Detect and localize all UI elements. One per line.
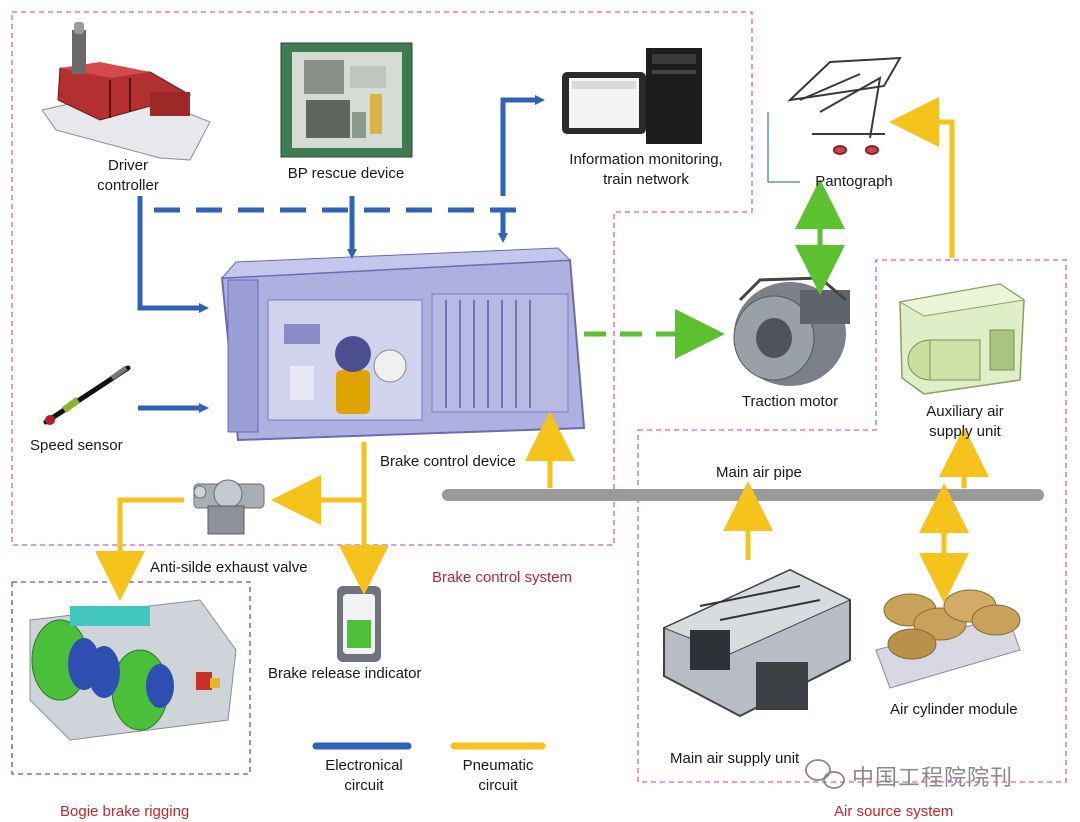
main-air-supply-image [662, 568, 852, 718]
driver-controller-image [41, 22, 211, 161]
brake-control-device-image [220, 247, 586, 442]
bogie-brake-rigging-image [29, 599, 237, 741]
bp-rescue-label: BP rescue device [287, 165, 405, 182]
auxiliary-air-supply-image [898, 283, 1026, 395]
auxiliary-air-label: Auxiliary air supply unit [926, 403, 1004, 440]
brake-control-system-border [11, 11, 753, 546]
anti-slide-label: Anti-silde exhaust valve [150, 559, 308, 576]
green-links [584, 179, 845, 359]
watermark-text: 中国工程院院刊 [852, 765, 1014, 790]
speed-sensor-image [43, 365, 131, 425]
air-cylinder-label: Air cylinder module [890, 701, 1018, 718]
info-monitoring-label: Information monitoring, train network [569, 151, 723, 188]
air-cylinder-module-image [875, 589, 1021, 689]
main-air-supply-label: Main air supply unit [670, 750, 800, 767]
speed-sensor-label: Speed sensor [30, 437, 123, 454]
region-brake-control-system: Brake control system [432, 569, 573, 586]
pantograph-image [767, 56, 902, 183]
electronic-circuit-lines [137, 95, 545, 413]
driver-controller-label: Driver controller [97, 157, 159, 194]
network-to-info-line [500, 95, 545, 196]
pantograph-label: Pantograph [815, 173, 893, 190]
wechat-icon [805, 759, 845, 789]
valve-to-bogie-line [95, 497, 184, 601]
traction-motor-label: Traction motor [741, 393, 839, 410]
pneumatic-circuit-lines [95, 97, 989, 603]
air-source-system-border [637, 259, 1067, 783]
legend-electronic-label: Electronical circuit [325, 757, 403, 794]
traction-motor-image [733, 276, 850, 386]
aux-to-pantograph-line [889, 97, 955, 258]
bp-rescue-device-image [280, 42, 413, 158]
anti-slide-valve-image [193, 479, 265, 535]
region-air-source-system: Air source system [834, 803, 954, 820]
brake-release-indicator-image [337, 586, 381, 662]
driver-to-bcd-line [137, 196, 209, 313]
info-monitoring-image [562, 48, 702, 144]
brake-control-device-label: Brake control device [380, 453, 516, 470]
brake-release-label: Brake release indicator [268, 665, 422, 682]
legend-pneumatic-label: Pneumatic circuit [462, 757, 534, 794]
region-bogie-brake-rigging: Bogie brake rigging [60, 803, 190, 820]
main-air-pipe-label: Main air pipe [716, 464, 802, 481]
